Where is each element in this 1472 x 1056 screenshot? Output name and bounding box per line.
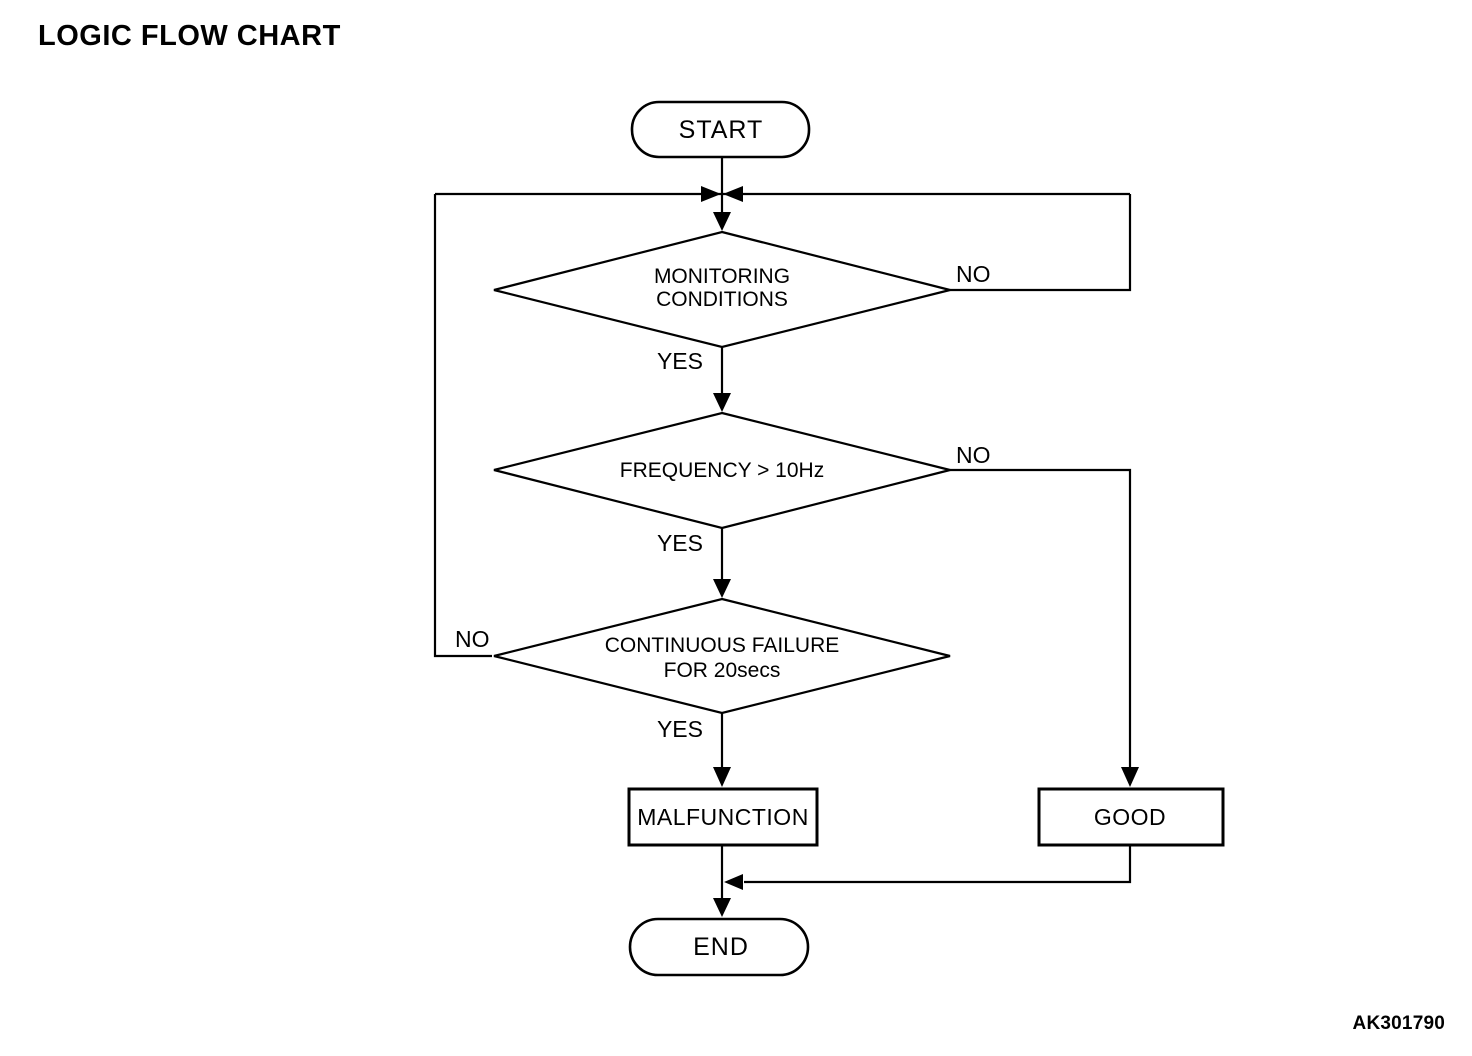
connector-monitoring-no-loop <box>950 194 1132 292</box>
monitoring-conditions-label-line1: MONITORING <box>654 265 790 288</box>
figure-code: AK301790 <box>1352 1013 1445 1034</box>
end-label: END <box>693 933 749 961</box>
connector-feedback-left <box>433 194 492 658</box>
continuous-failure-shape <box>493 597 951 715</box>
arrowheads <box>701 186 1139 917</box>
good-shape <box>1037 787 1225 847</box>
start-label: START <box>679 116 764 144</box>
arrowhead-into-malfunction <box>713 767 731 787</box>
frequency-decision: FREQUENCY > 10Hz NO YES <box>493 411 991 556</box>
continuous-yes-label: YES <box>657 716 703 742</box>
continuous-failure-label-line1: CONTINUOUS FAILURE <box>605 634 840 657</box>
end-shape <box>628 917 810 977</box>
frequency-yes-label: YES <box>657 530 703 556</box>
arrowhead-into-monitoring <box>713 212 731 231</box>
malfunction-shape <box>627 787 819 847</box>
end-node: END <box>628 917 810 977</box>
start-shape <box>630 100 811 159</box>
continuous-failure-decision: CONTINUOUS FAILURE FOR 20secs NO YES <box>455 597 951 742</box>
continuous-failure-label-line2: FOR 20secs <box>664 659 781 682</box>
arrowhead-junction-right <box>723 186 743 202</box>
page-title: LOGIC FLOW CHART <box>38 20 341 52</box>
arrowhead-into-end <box>713 898 731 917</box>
connector-frequency-no-to-good <box>950 468 1132 768</box>
monitoring-conditions-shape <box>493 230 951 349</box>
arrowhead-merge-left <box>724 874 743 890</box>
start-node: START <box>630 100 811 159</box>
malfunction-label: MALFUNCTION <box>637 804 809 830</box>
arrowhead-junction-left <box>701 186 721 202</box>
monitoring-no-label: NO <box>956 261 991 287</box>
frequency-label: FREQUENCY > 10Hz <box>620 459 824 482</box>
malfunction-node: MALFUNCTION <box>627 787 819 847</box>
arrowhead-into-continuous <box>713 579 731 598</box>
good-label: GOOD <box>1094 804 1166 830</box>
continuous-no-label: NO <box>455 626 490 652</box>
arrowhead-into-good <box>1121 767 1139 787</box>
connector-good-to-merge <box>744 845 1132 884</box>
connectors <box>433 157 1132 899</box>
frequency-no-label: NO <box>956 442 991 468</box>
good-node: GOOD <box>1037 787 1225 847</box>
frequency-shape <box>493 411 951 530</box>
monitoring-yes-label: YES <box>657 348 703 374</box>
arrowhead-into-frequency <box>713 393 731 412</box>
monitoring-conditions-label-line2: CONDITIONS <box>656 288 788 311</box>
monitoring-conditions-decision: MONITORING CONDITIONS NO YES <box>493 230 991 374</box>
